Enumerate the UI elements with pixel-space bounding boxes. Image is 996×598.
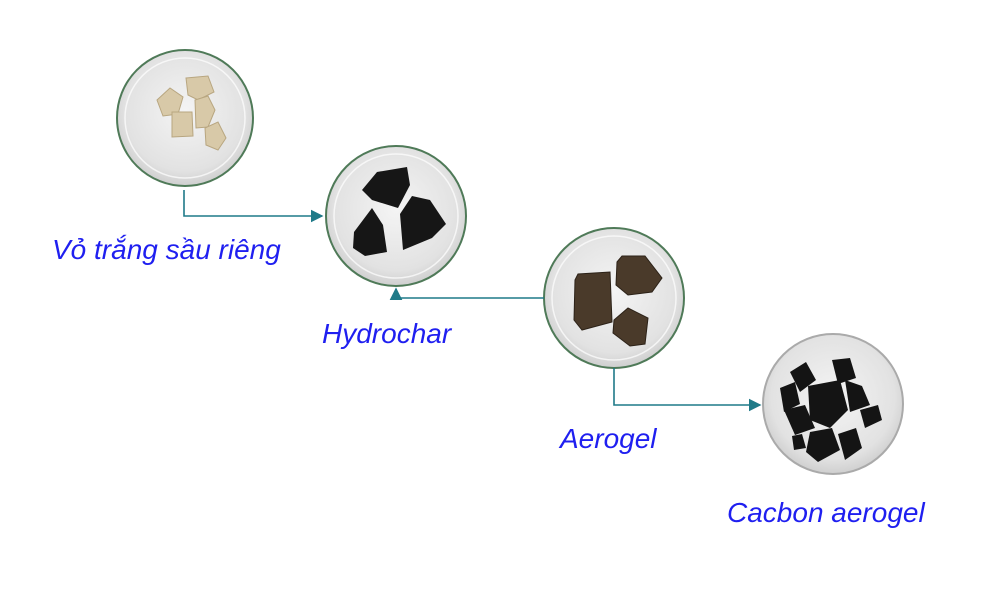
- arrow-aerogel-to-hydrochar: [389, 287, 544, 301]
- arrow-aerogel-to-carbon-aerogel: [613, 368, 762, 412]
- dish-carbon-aerogel: [762, 333, 904, 475]
- label-carbon-aerogel: Cacbon aerogel: [727, 497, 925, 528]
- dish-aerogel: [543, 227, 685, 369]
- dish-durian-rind: [116, 49, 254, 187]
- dish-hydrochar: [325, 145, 467, 287]
- label-hydrochar: Hydrochar: [322, 318, 452, 349]
- label-aerogel: Aerogel: [560, 423, 657, 454]
- label-durian-rind: Vỏ trắng sầu riêng: [52, 234, 281, 265]
- arrow-rind-to-hydrochar: [183, 190, 324, 223]
